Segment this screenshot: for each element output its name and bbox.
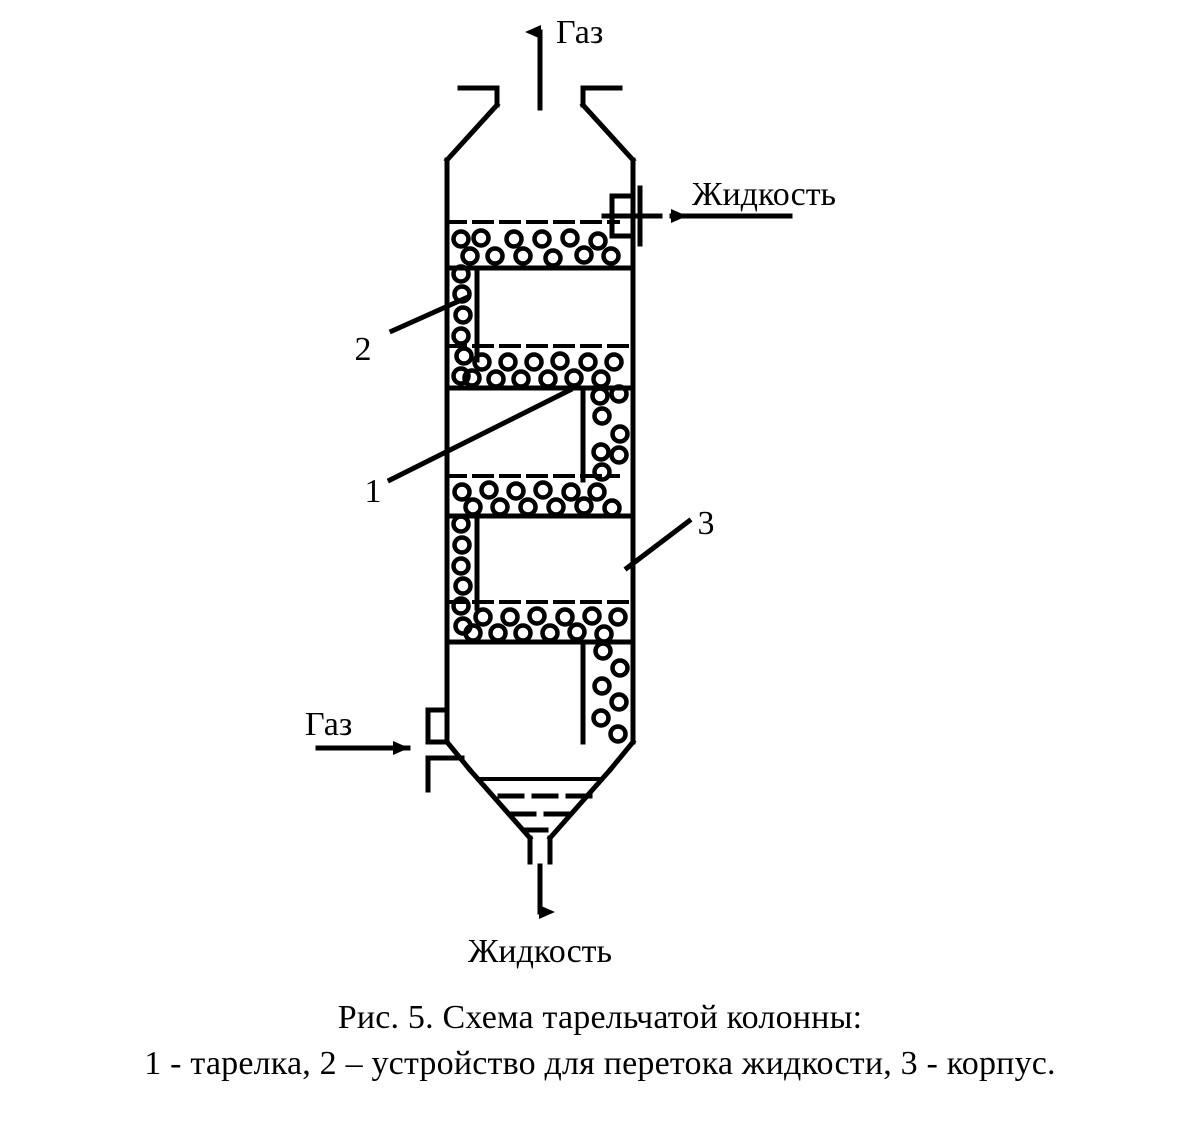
reference-label-2: 2	[355, 331, 372, 368]
leader-line-3	[623, 517, 693, 572]
column-shell-outline	[443, 85, 637, 774]
gas-outlet-label: Газ	[556, 14, 603, 51]
downcomer-4	[444, 639, 586, 745]
gas-inlet-label: Газ	[305, 706, 352, 743]
downcomer-2	[444, 385, 586, 483]
gas-inlet-nozzle	[425, 707, 465, 793]
bottom-cone-sump	[466, 766, 614, 865]
liquid-inlet-label: Жидкость	[692, 176, 836, 213]
leader-line-2	[388, 293, 472, 335]
reference-label-1: 1	[365, 473, 382, 510]
sump-liquid-hatching	[497, 793, 593, 833]
froth-bubbles	[451, 228, 630, 744]
caption-title: Рис. 5. Схема тарельчатой колонны:	[337, 999, 863, 1036]
leader-line-1	[386, 386, 574, 484]
liquid-outlet-label: Жидкость	[468, 933, 612, 970]
reference-label-3: 3	[698, 505, 715, 542]
figure-caption: Рис. 5. Схема тарельчатой колонны: 1 - т…	[0, 995, 1200, 1087]
caption-legend: 1 - тарелка, 2 – устройство для перетока…	[144, 1045, 1056, 1082]
downcomer-3	[474, 513, 636, 611]
liquid-inlet-nozzle	[601, 185, 663, 247]
